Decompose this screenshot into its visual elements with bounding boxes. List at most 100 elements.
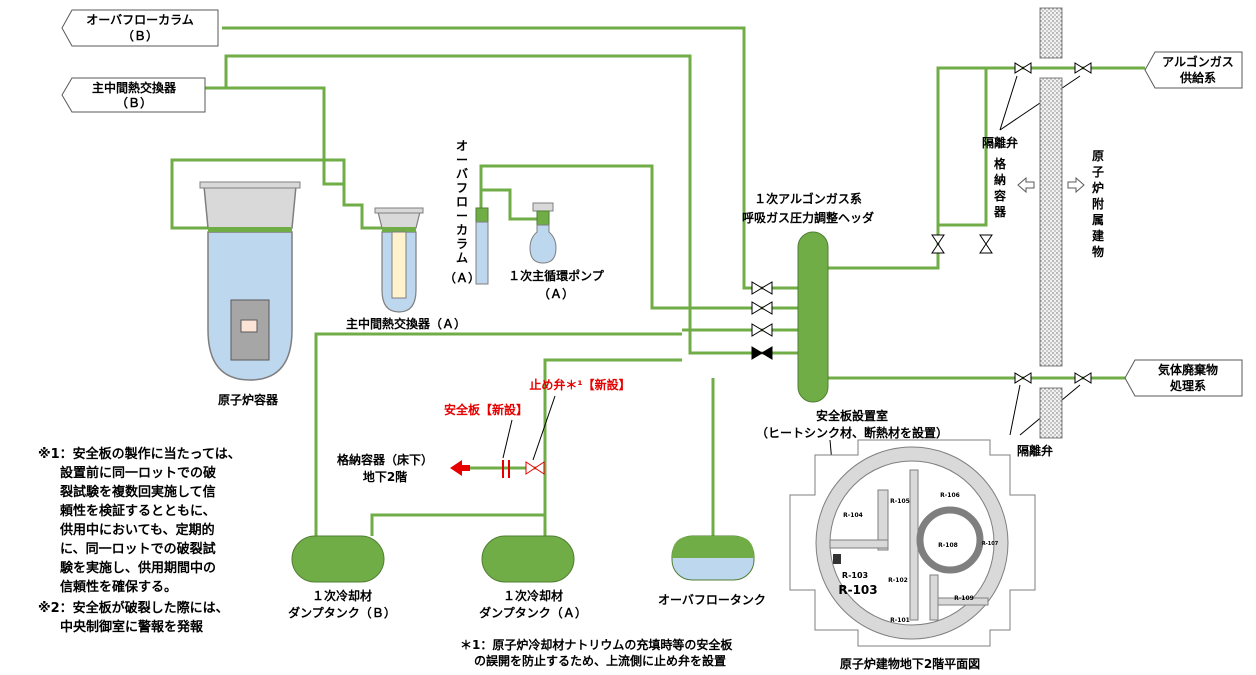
dump-tank-a-shape [481, 535, 575, 583]
building-wall [1039, 7, 1063, 439]
containment-v-3: 容 [993, 188, 1006, 203]
note1-line-2: 設置前に同一ロットでの破 [60, 465, 216, 481]
valve-1 [751, 281, 773, 295]
isolation-valve-top-label: 隔離弁 [982, 135, 1018, 150]
dump-tank-b-label-1: １次冷却材 [312, 588, 372, 603]
floor-plan [789, 439, 1036, 647]
room-r103: R-103 [838, 583, 877, 597]
valve-iso-bottom-1 [1014, 372, 1032, 384]
tag-text-ihx-b-1: 主中間熱交換器 [92, 80, 177, 95]
pump-label-1: １次主循環ポンプ [508, 268, 605, 283]
tag-text-argon-1: アルゴンガス [1162, 54, 1234, 69]
valve-iso-bottom-2 [1074, 372, 1092, 384]
tag-gaseous-waste [1124, 359, 1243, 397]
valve-3 [751, 323, 773, 337]
valve-iso-top-1 [1014, 62, 1032, 74]
ovc-a-char-10: （Ａ） [444, 270, 480, 285]
pipe-dump-tank-link [370, 513, 547, 536]
tanks [291, 535, 755, 583]
containment-v-1: 格 [994, 156, 1007, 171]
ovc-a-char-2: ー [456, 153, 468, 167]
aux-bldg-v-7: 物 [1092, 244, 1104, 259]
room-r106: R-106 [940, 492, 960, 499]
ovc-a-char-8: ラ [456, 237, 468, 251]
ihx-a-label: 主中間熱交換器（Ａ） [346, 316, 466, 331]
pipe-dump-tank-a [543, 358, 682, 536]
valve-argon-1 [931, 234, 945, 254]
valve-argon-2 [979, 234, 993, 254]
aux-bldg-v-1: 原 [1092, 149, 1104, 163]
ovc-a-char-9: ム [456, 251, 468, 265]
argon-header [797, 231, 829, 403]
aux-bldg-v-2: 子 [1092, 165, 1104, 179]
containment-v-4: 器 [993, 205, 1007, 219]
room-r103-small: R-103 [842, 571, 868, 580]
aux-bldg-v-6: 建 [1091, 228, 1105, 243]
aux-bldg-v-3: 炉 [1092, 180, 1104, 195]
reactor-vessel-label: 原子炉容器 [218, 392, 279, 407]
note1-line-4: 頼性を検証するとともに、 [59, 503, 216, 519]
overflow-tank-shape [671, 535, 755, 581]
dump-tank-a-label-1: １次冷却材 [503, 588, 563, 603]
pipe-dump-tank-b [314, 332, 682, 536]
footnote-line-2: の誤開を防止するため、上流側に止め弁を設置 [474, 653, 726, 668]
tag-overflow-column-b [61, 9, 219, 47]
dump-tank-a-label-2: ダンプタンク（Ａ） [479, 605, 587, 620]
overflow-column-a [475, 207, 489, 285]
floor-plan-caption: 原子炉建物地下2階平面図 [840, 656, 980, 671]
safety-plate-label: 安全板【新設】 [444, 402, 528, 417]
argon-header-label-1: １次アルゴンガス系 [754, 191, 862, 206]
dump-tank-b-shape [291, 535, 385, 583]
note1-line-7: 験を実施し、供用期間中の [60, 560, 216, 576]
tag-text-overflow-b-2: （Ｂ） [122, 28, 158, 43]
ovc-a-char-4: フ [456, 181, 468, 195]
piping [170, 26, 1145, 536]
tag-shapes [61, 9, 1243, 397]
tag-text-overflow-b-1: オーバフローカラム [86, 13, 194, 27]
room-r102: R-102 [888, 577, 908, 584]
room-r104: R-104 [843, 512, 863, 519]
arrow-left-icon [1017, 176, 1035, 194]
aux-bldg-v-5: 属 [1092, 213, 1104, 227]
note1-line-5: 供用中においても、定期的 [59, 522, 215, 538]
ovc-a-char-1: オ [456, 139, 468, 153]
valve-4 [751, 346, 773, 360]
pipe-argon-supply [826, 66, 1145, 270]
room-r101: R-101 [890, 617, 910, 624]
pipe-overflow-column-a [479, 164, 798, 310]
valves [525, 62, 1092, 475]
stop-valve-label: 止め弁＊¹【新設】 [529, 377, 630, 392]
note1-line-3: 裂試験を複数回実施して信 [59, 484, 216, 500]
room-r108: R-108 [938, 542, 958, 549]
aux-bldg-v-4: 附 [1092, 196, 1104, 211]
valve-stop-red [525, 461, 545, 475]
tag-text-waste-2: 処理系 [1169, 378, 1206, 393]
labels: オーバフローカラム （Ｂ） 主中間熱交換器 （Ｂ） アルゴンガス 供給系 気体廃… [38, 13, 1234, 671]
safety-plate [450, 460, 510, 478]
red-arrow-icon [450, 460, 470, 476]
pump-label-2: （Ａ） [538, 286, 574, 301]
isolation-valve-bottom-label: 隔離弁 [1017, 443, 1053, 458]
containment-floor-label-2: 地下2階 [363, 469, 407, 484]
containment-floor-label-1: 格納容器（床下） [337, 452, 433, 467]
pipe-reactor-loop [170, 158, 346, 230]
tag-text-ihx-b-2: （Ｂ） [116, 95, 152, 110]
argon-header-label-2: 呼吸ガス圧力調整ヘッダ [742, 210, 874, 225]
tag-text-argon-2: 供給系 [1179, 70, 1216, 85]
pipe-pump [481, 188, 537, 221]
dump-tank-b-label-2: ダンプタンク（Ｂ） [288, 605, 396, 620]
valve-iso-top-2 [1074, 62, 1092, 74]
ovc-a-char-6: ー [456, 209, 468, 223]
note2-line-2: 中央制御室に警報を発報 [60, 619, 204, 635]
direction-arrows [1017, 176, 1085, 194]
tag-argon-supply [1144, 51, 1243, 89]
room-r107: R-107 [982, 541, 999, 547]
arrow-right-icon [1067, 176, 1085, 194]
ovc-a-char-7: カ [456, 223, 468, 237]
note2-line-1: ※2：安全板が破裂した際には、 [38, 600, 229, 616]
ovc-a-char-3: バ [456, 167, 468, 181]
overflow-tank-label: オーバフロータンク [658, 593, 766, 607]
room-r105: R-105 [890, 498, 910, 505]
